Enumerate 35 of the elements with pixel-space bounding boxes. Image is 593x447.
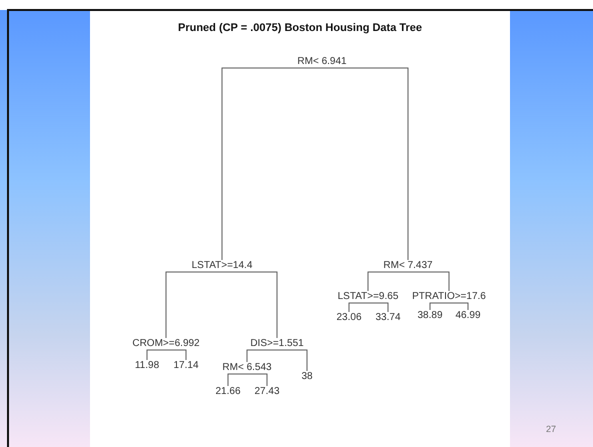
split-label: 38.89 <box>417 310 443 322</box>
tree-branch <box>222 68 322 260</box>
split-label: CROM>=6.992 <box>132 338 200 350</box>
tree-branch <box>246 350 278 362</box>
tree-branch <box>228 374 248 386</box>
chart-title: Pruned (CP = .0075) Boston Housing Data Tree <box>177 22 423 34</box>
page-number: 27 <box>546 424 556 434</box>
tree-branch <box>146 350 166 360</box>
split-label: 17.14 <box>173 360 199 372</box>
split-label: LSTAT>=9.65 <box>338 291 398 303</box>
split-label: 38 <box>301 371 313 383</box>
split-label: RM< 6.543 <box>222 362 272 374</box>
split-label: DIS>=1.551 <box>250 338 304 350</box>
split-label: 46.99 <box>455 310 481 322</box>
tree-branch <box>368 302 388 312</box>
tree-branch <box>430 302 450 310</box>
tree-branch <box>408 272 450 292</box>
tree-branch <box>348 302 368 312</box>
split-label: RM< 6.941 <box>297 56 347 68</box>
tree-branch <box>166 272 222 338</box>
tree-branch <box>368 272 408 292</box>
split-label: RM< 7.437 <box>383 260 433 272</box>
split-label: 27.43 <box>254 386 280 398</box>
split-label: PTRATIO>=17.6 <box>412 291 486 303</box>
tree-branch <box>276 350 308 372</box>
tree-branch <box>246 374 268 386</box>
tree-branch <box>322 68 408 260</box>
tree-branch <box>222 272 278 338</box>
tree-branch <box>448 302 468 310</box>
tree-branch <box>166 350 186 360</box>
split-label: 23.06 <box>336 312 362 324</box>
split-label: LSTAT>=14.4 <box>192 260 252 272</box>
split-label: 11.98 <box>134 360 160 372</box>
split-label: 21.66 <box>215 386 241 398</box>
split-label: 33.74 <box>375 312 401 324</box>
